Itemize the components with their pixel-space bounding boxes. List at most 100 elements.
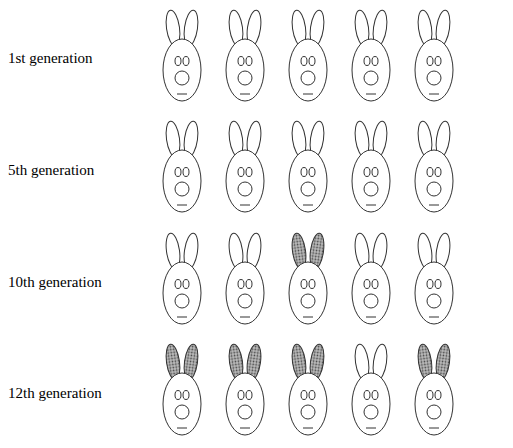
rabbit-mouth xyxy=(366,428,376,429)
rabbit-nose xyxy=(427,405,441,419)
rabbit-eye xyxy=(372,391,378,400)
generation-label: 5th generation xyxy=(8,163,94,178)
rabbit-face xyxy=(289,232,327,324)
rabbit-head xyxy=(226,262,264,324)
rabbit-eye xyxy=(364,391,370,400)
rabbit-face xyxy=(415,9,453,101)
rabbit-mouth xyxy=(303,317,313,318)
rabbit-face xyxy=(289,120,327,212)
rabbit-head xyxy=(289,262,327,324)
rabbit-eye xyxy=(372,57,378,66)
rabbit-mouth xyxy=(240,428,250,429)
rabbit-eye xyxy=(175,280,181,289)
rabbit-head xyxy=(289,39,327,101)
rabbit-mouth xyxy=(429,94,439,95)
rabbit-mouth xyxy=(366,94,376,95)
rabbit-face xyxy=(415,343,453,435)
rabbit-head xyxy=(352,262,390,324)
rabbit-nose xyxy=(364,405,378,419)
rabbit-nose xyxy=(175,71,189,85)
rabbit-eye xyxy=(301,280,307,289)
rabbit-mouth xyxy=(240,94,250,95)
rabbit-mouth xyxy=(303,428,313,429)
rabbit-eye xyxy=(372,168,378,177)
rabbit-nose xyxy=(175,294,189,308)
generation-label: 1st generation xyxy=(8,51,93,66)
rabbit-eye xyxy=(427,168,433,177)
rabbit-eye xyxy=(238,391,244,400)
rabbit-eye xyxy=(238,168,244,177)
rabbit-eye xyxy=(238,57,244,66)
rabbit-eye xyxy=(427,280,433,289)
rabbit-mouth xyxy=(303,94,313,95)
rabbit-head xyxy=(226,150,264,212)
rabbit-nose xyxy=(427,182,441,196)
rabbit-eye xyxy=(183,391,189,400)
rabbit-face xyxy=(289,9,327,101)
rabbit-head xyxy=(226,39,264,101)
rabbit-mouth xyxy=(429,205,439,206)
rabbit-face xyxy=(415,232,453,324)
rabbit-nose xyxy=(427,294,441,308)
rabbit-nose xyxy=(301,71,315,85)
rabbit-head xyxy=(352,150,390,212)
rabbit-eye xyxy=(238,280,244,289)
rabbit-nose xyxy=(364,182,378,196)
rabbit-eye xyxy=(183,57,189,66)
rabbit-eye xyxy=(246,168,252,177)
rabbit-nose xyxy=(364,71,378,85)
rabbit-head xyxy=(352,39,390,101)
rabbit-eye xyxy=(175,391,181,400)
rabbit-head xyxy=(163,262,201,324)
rabbit-eye xyxy=(435,168,441,177)
rabbit-nose xyxy=(238,294,252,308)
rabbit-eye xyxy=(309,280,315,289)
rabbit-nose xyxy=(364,294,378,308)
rabbit-nose xyxy=(238,405,252,419)
rabbit-mouth xyxy=(240,205,250,206)
rabbit-head xyxy=(415,150,453,212)
rabbit-eye xyxy=(435,391,441,400)
rabbit-face xyxy=(163,343,201,435)
rabbit-nose xyxy=(301,182,315,196)
rabbit-head xyxy=(163,150,201,212)
rabbit-face xyxy=(289,343,327,435)
rabbit-face xyxy=(352,343,390,435)
rabbit-eye xyxy=(372,280,378,289)
rabbit-nose xyxy=(427,71,441,85)
rabbit-head xyxy=(352,373,390,435)
rabbit-eye xyxy=(435,57,441,66)
rabbit-face xyxy=(415,120,453,212)
rabbit-mouth xyxy=(240,317,250,318)
rabbit-head xyxy=(226,373,264,435)
rabbit-mouth xyxy=(177,205,187,206)
rabbit-mouth xyxy=(177,428,187,429)
rabbit-eye xyxy=(183,280,189,289)
rabbit-mouth xyxy=(177,94,187,95)
rabbit-mouth xyxy=(429,317,439,318)
rabbit-mouth xyxy=(366,205,376,206)
rabbit-head xyxy=(415,373,453,435)
rabbit-face xyxy=(163,120,201,212)
generation-label: 12th generation xyxy=(8,386,102,401)
rabbit-nose xyxy=(301,405,315,419)
rabbit-eye xyxy=(246,391,252,400)
rabbit-face xyxy=(226,343,264,435)
rabbit-head xyxy=(289,373,327,435)
rabbit-eye xyxy=(183,168,189,177)
rabbit-face xyxy=(226,232,264,324)
rabbit-eye xyxy=(309,391,315,400)
rabbit-face xyxy=(163,9,201,101)
rabbit-eye xyxy=(427,57,433,66)
rabbit-eye xyxy=(364,280,370,289)
rabbit-eye xyxy=(309,57,315,66)
rabbit-head xyxy=(415,262,453,324)
rabbit-nose xyxy=(301,294,315,308)
rabbit-head xyxy=(415,39,453,101)
rabbit-eye xyxy=(427,391,433,400)
rabbit-eye xyxy=(246,280,252,289)
rabbit-nose xyxy=(238,182,252,196)
rabbit-nose xyxy=(175,405,189,419)
rabbit-eye xyxy=(364,57,370,66)
